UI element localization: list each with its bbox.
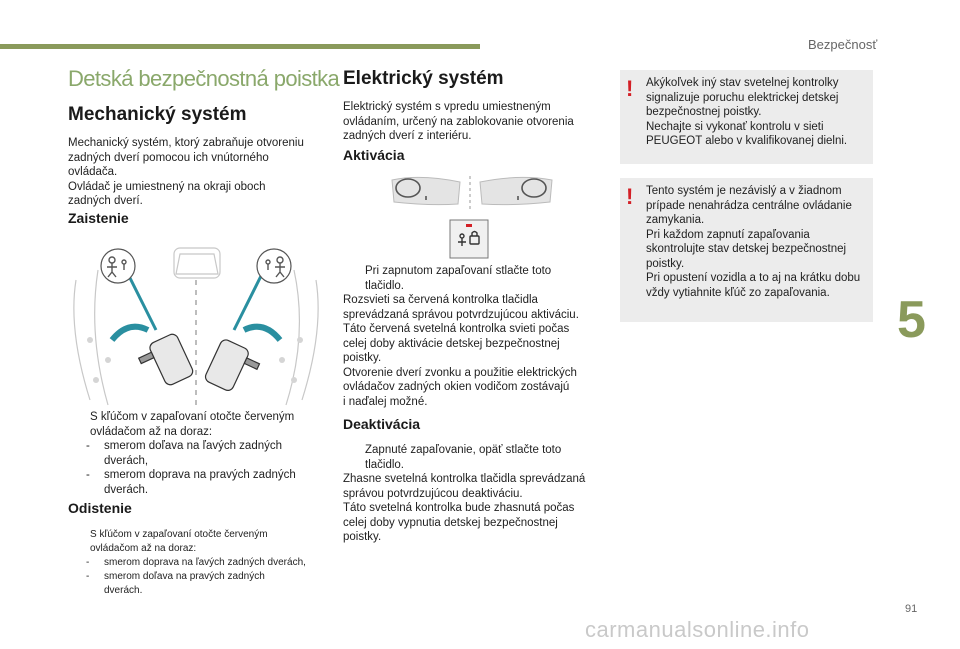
mechanical-system-title: Mechanický systém — [68, 104, 247, 125]
header-accent-bar — [0, 44, 480, 49]
electric-intro: Elektrický systém s vpredu umiestneným o… — [343, 101, 574, 142]
lock-subtitle: Zaistenie — [68, 210, 129, 226]
warning-box-fault: ! Akýkoľvek iný stav svetelnej kontrolky… — [620, 70, 873, 164]
electric-button-illustration — [391, 176, 553, 259]
activation-subtitle: Aktivácia — [343, 147, 405, 163]
warning-icon: ! — [626, 184, 634, 209]
warning-text-fault: Akýkoľvek iný stav svetelnej kontrolky s… — [646, 77, 848, 147]
chapter-number: 5 — [897, 291, 926, 349]
warning-box-independent: ! Tento systém je nezávislý a v žiadnom … — [620, 178, 873, 322]
warning-text-independent: Tento systém je nezávislý a v žiadnom pr… — [646, 185, 861, 299]
page-number: 91 — [905, 603, 918, 615]
section-header: Bezpečnosť — [808, 37, 878, 52]
section-title: Detská bezpečnostná poistka — [68, 66, 340, 91]
unlock-subtitle: Odistenie — [68, 500, 132, 516]
mechanical-lock-illustration — [73, 247, 319, 406]
warning-icon: ! — [626, 76, 634, 101]
deactivation-subtitle: Deaktivácia — [343, 416, 421, 432]
mechanical-intro: Mechanický systém, ktorý zabraňuje otvor… — [68, 137, 304, 207]
electric-system-title: Elektrický systém — [343, 68, 504, 89]
watermark: carmanualsonline.info — [585, 617, 810, 642]
